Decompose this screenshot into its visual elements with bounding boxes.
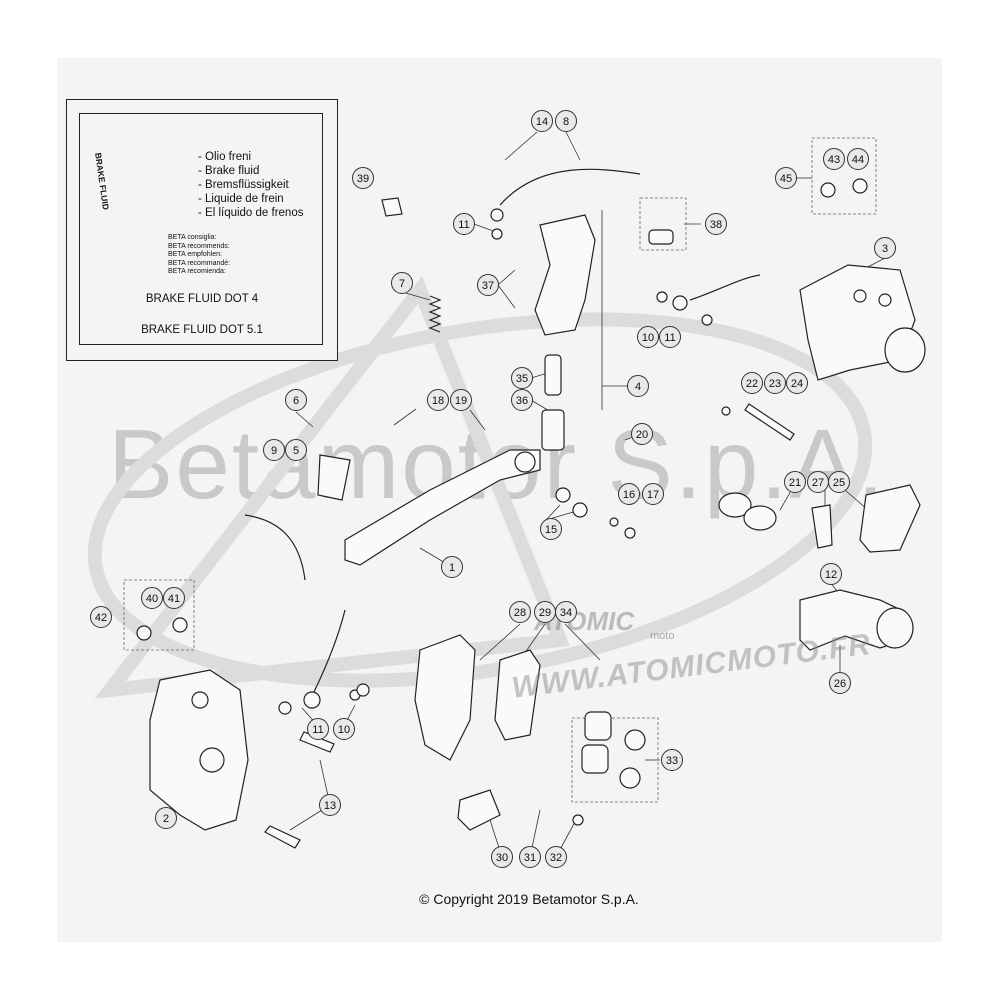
- part-callout: 35: [511, 367, 533, 389]
- part-callout: 1: [441, 556, 463, 578]
- part-callout: 27: [807, 471, 829, 493]
- recommend-list: BETA consiglia: BETA recommends: BETA em…: [168, 234, 230, 277]
- part-callout: 20: [631, 423, 653, 445]
- part-callout: 9: [263, 439, 285, 461]
- part-callout: 37: [477, 274, 499, 296]
- brake-fluid-info-inner: - Olio freni - Brake fluid - Bremsflüssi…: [79, 113, 323, 345]
- part-callout: 31: [519, 846, 541, 868]
- recommend-line-es: BETA recomienda:: [168, 268, 226, 276]
- part-callout: 8: [555, 110, 577, 132]
- part-callout: 25: [828, 471, 850, 493]
- part-callout: 30: [491, 846, 513, 868]
- atomic-logo-sub: moto: [650, 630, 675, 642]
- part-callout: 19: [450, 389, 472, 411]
- part-callout: 26: [829, 672, 851, 694]
- brake-fluid-info-box: - Olio freni - Brake fluid - Bremsflüssi…: [66, 99, 338, 361]
- part-callout: 6: [285, 389, 307, 411]
- part-callout: 7: [391, 272, 413, 294]
- part-callout: 41: [163, 587, 185, 609]
- part-callout: 2: [155, 807, 177, 829]
- part-callout: 5: [285, 439, 307, 461]
- part-callout: 38: [705, 213, 727, 235]
- part-callout: 12: [820, 563, 842, 585]
- fluid-name-it: - Olio freni: [198, 151, 252, 163]
- part-callout: 10: [333, 718, 355, 740]
- part-callout: 3: [874, 237, 896, 259]
- part-callout: 23: [764, 372, 786, 394]
- fluid-name-en: - Brake fluid: [198, 165, 260, 177]
- recommend-line-en: BETA recommends:: [168, 242, 230, 250]
- fluid-name-de: - Bremsflüssigkeit: [198, 179, 289, 191]
- part-callout: 39: [352, 167, 374, 189]
- part-callout: 36: [511, 389, 533, 411]
- part-callout: 40: [141, 587, 163, 609]
- part-callout: 17: [642, 483, 664, 505]
- part-callout: 45: [775, 167, 797, 189]
- recommend-line-fr: BETA recommandé:: [168, 259, 231, 267]
- part-callout: 43: [823, 148, 845, 170]
- part-callout: 42: [90, 606, 112, 628]
- part-callout: 11: [307, 718, 329, 740]
- fluid-spec-dot4: BRAKE FLUID DOT 4: [145, 293, 259, 305]
- part-callout: 32: [545, 846, 567, 868]
- part-callout: 34: [555, 601, 577, 623]
- part-callout: 28: [509, 601, 531, 623]
- part-callout: 13: [319, 794, 341, 816]
- part-callout: 11: [659, 326, 681, 348]
- part-callout: 10: [637, 326, 659, 348]
- part-callout: 24: [786, 372, 808, 394]
- part-callout: 15: [540, 518, 562, 540]
- part-callout: 44: [847, 148, 869, 170]
- fluid-spec-dot51: BRAKE FLUID DOT 5.1: [141, 324, 263, 336]
- fluid-name-fr: - Liquide de frein: [198, 193, 284, 205]
- fluid-name-es: - El líquido de frenos: [198, 207, 304, 219]
- part-callout: 21: [784, 471, 806, 493]
- part-callout: 29: [534, 601, 556, 623]
- copyright-text: © Copyright 2019 Betamotor S.p.A.: [419, 891, 639, 907]
- part-callout: 22: [741, 372, 763, 394]
- part-callout: 4: [627, 375, 649, 397]
- recommend-line-de: BETA empfohlen:: [168, 251, 222, 259]
- part-callout: 16: [618, 483, 640, 505]
- part-callout: 18: [427, 389, 449, 411]
- part-callout: 14: [531, 110, 553, 132]
- fluid-names-list: - Olio freni - Brake fluid - Bremsflüssi…: [198, 150, 303, 220]
- part-callout: 11: [453, 213, 475, 235]
- part-callout: 33: [661, 749, 683, 771]
- recommend-line-it: BETA consiglia:: [168, 234, 217, 241]
